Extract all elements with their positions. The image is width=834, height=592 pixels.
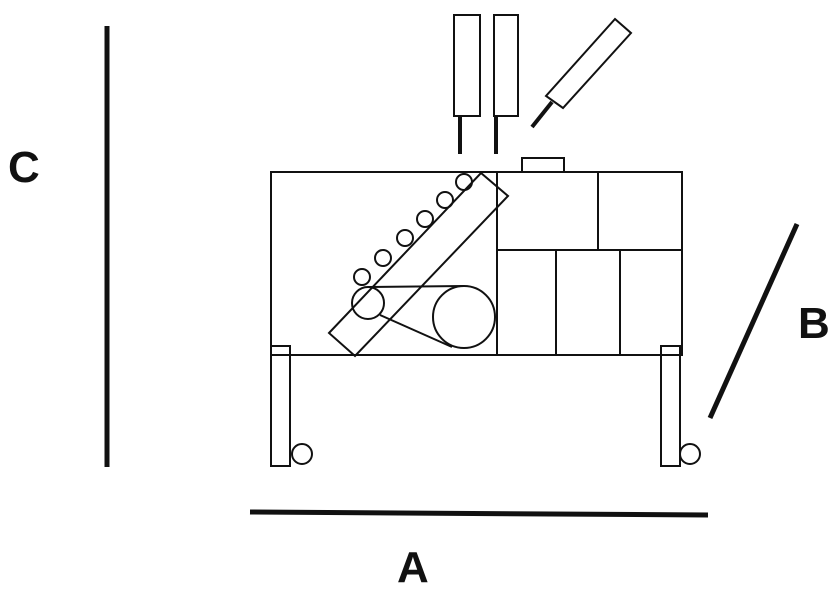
top-knob (521, 157, 565, 173)
dimension-bar-a (249, 509, 709, 518)
probe-left (453, 14, 481, 154)
label-b: B (798, 299, 830, 348)
dimension-bar-b (707, 222, 800, 420)
label-a: A (397, 543, 429, 592)
belt-drive (351, 285, 496, 349)
right-leg (660, 345, 681, 467)
compartment-grid (496, 172, 682, 355)
label-c: C (8, 143, 40, 192)
ball-row (353, 173, 473, 286)
probe-angled (530, 17, 633, 129)
large-pulley (432, 285, 496, 349)
main-housing (270, 171, 683, 356)
probe-middle (493, 14, 519, 154)
inclined-conveyor (327, 171, 510, 358)
left-caster (291, 443, 313, 465)
right-caster (679, 443, 701, 465)
left-leg (270, 345, 291, 467)
